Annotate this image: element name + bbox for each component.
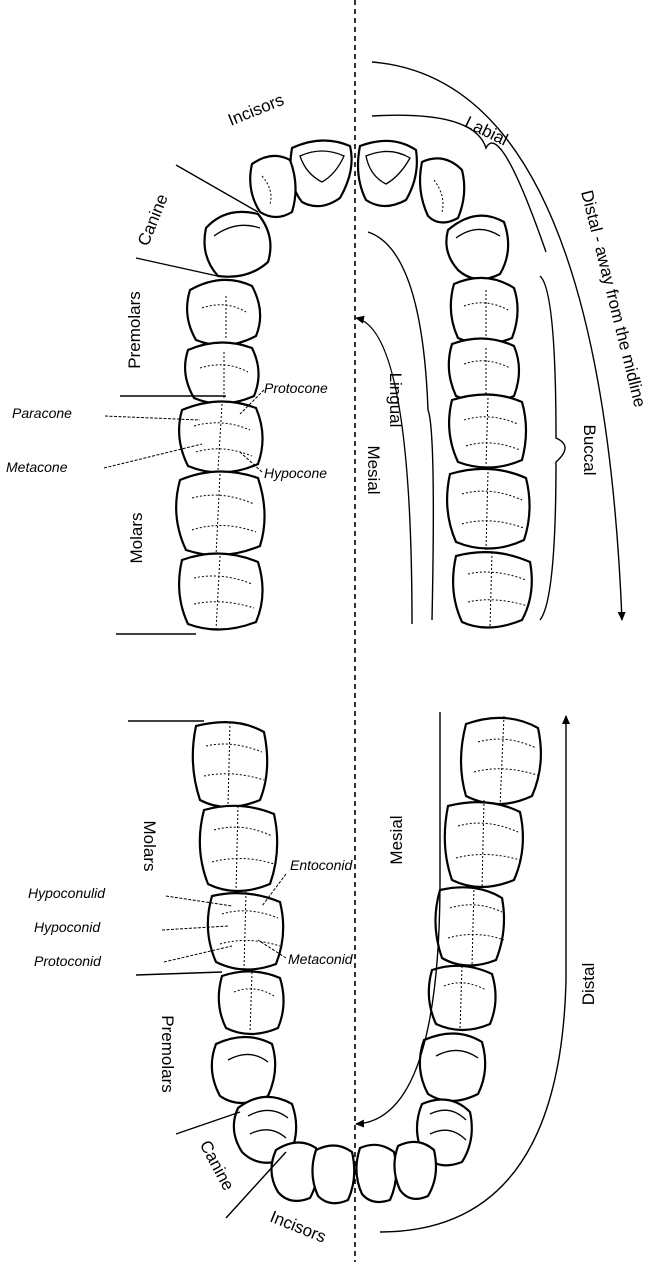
lower-left-first-molar bbox=[208, 892, 283, 970]
protoconid-label: Protoconid bbox=[34, 953, 102, 969]
upper-arch bbox=[104, 62, 622, 634]
labial-label: Labial bbox=[462, 113, 511, 150]
lower-molars-label: Molars bbox=[140, 820, 159, 871]
upper-right-second-premolar bbox=[449, 338, 519, 402]
lower-right-lateral-incisor bbox=[394, 1142, 436, 1199]
lower-left-third-molar bbox=[193, 722, 267, 807]
lower-right-second-molar bbox=[445, 800, 523, 888]
upper-right-first-molar bbox=[449, 394, 526, 467]
lower-left-central-incisor bbox=[312, 1145, 354, 1203]
protocone-label: Protocone bbox=[264, 380, 328, 396]
lower-right-central-incisor bbox=[356, 1145, 396, 1202]
upper-molars-label: Molars bbox=[127, 512, 146, 563]
upper-left-third-molar bbox=[179, 553, 262, 630]
lower-right-third-molar bbox=[461, 716, 541, 806]
lower-right-second-premolar bbox=[429, 966, 496, 1030]
metaconid-label: Metaconid bbox=[288, 951, 354, 967]
lower-arch bbox=[128, 712, 566, 1232]
lower-mesial-label: Mesial bbox=[387, 815, 406, 864]
lower-canine-label: Canine bbox=[196, 1137, 238, 1193]
buccal-label: Buccal bbox=[580, 424, 599, 475]
lower-left-second-premolar bbox=[219, 971, 284, 1034]
hypoconulid-label: Hypoconulid bbox=[28, 885, 106, 901]
upper-left-lateral-incisor bbox=[250, 156, 295, 217]
hypoconid-label: Hypoconid bbox=[34, 919, 101, 935]
lower-incisors-label: Incisors bbox=[267, 1207, 328, 1247]
upper-right-third-molar bbox=[453, 552, 532, 628]
hypocone-label: Hypocone bbox=[264, 465, 327, 481]
metacone-label: Metacone bbox=[6, 459, 68, 475]
lower-right-first-molar bbox=[435, 886, 504, 966]
upper-right-second-molar bbox=[447, 469, 529, 550]
upper-left-first-molar bbox=[179, 401, 262, 472]
lower-left-lateral-incisor bbox=[271, 1142, 318, 1200]
lower-left-first-premolar bbox=[212, 1037, 275, 1103]
lingual-label: Lingual bbox=[386, 373, 405, 428]
distal-away-label: Distal - away from the midline bbox=[577, 188, 649, 409]
buccal-bracket bbox=[540, 276, 565, 620]
upper-left-central-incisor bbox=[290, 140, 351, 206]
lower-right-first-premolar bbox=[420, 1033, 485, 1101]
upper-right-lateral-incisor bbox=[420, 158, 464, 222]
upper-right-first-premolar bbox=[451, 278, 518, 344]
lower-distal-label: Distal bbox=[579, 963, 598, 1006]
paracone-label: Paracone bbox=[12, 405, 72, 421]
upper-right-central-incisor bbox=[358, 141, 417, 206]
upper-left-first-premolar bbox=[187, 280, 260, 345]
upper-premolars-label: Premolars bbox=[125, 291, 144, 368]
lower-left-second-molar bbox=[200, 806, 277, 892]
upper-canine-label: Canine bbox=[134, 191, 172, 248]
upper-mesial-label: Mesial bbox=[364, 445, 383, 494]
entoconid-label: Entoconid bbox=[290, 857, 353, 873]
upper-left-canine bbox=[205, 212, 271, 277]
upper-incisors-label: Incisors bbox=[225, 90, 286, 130]
lower-premolars-label: Premolars bbox=[158, 1015, 177, 1092]
upper-left-second-molar bbox=[176, 471, 264, 556]
upper-right-canine bbox=[446, 216, 508, 280]
upper-left-second-premolar bbox=[185, 342, 258, 403]
